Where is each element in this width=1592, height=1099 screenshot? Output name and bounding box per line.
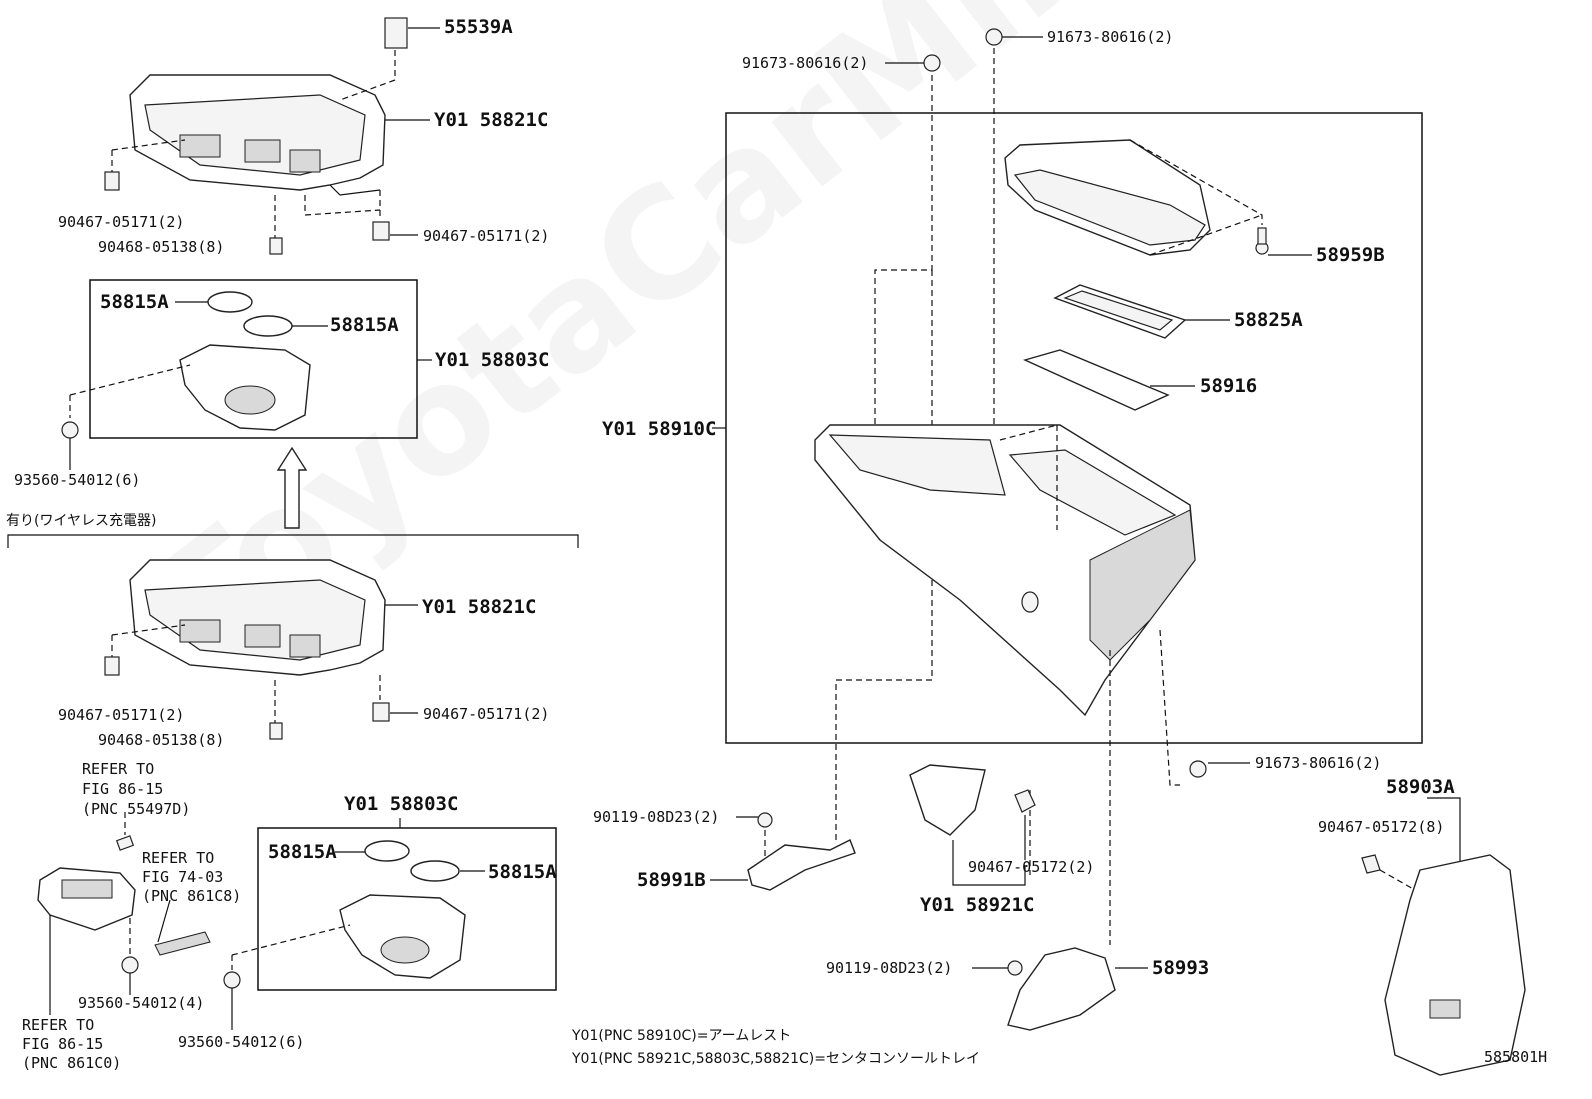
label-90468-t: 90468-05138(8) xyxy=(98,238,225,256)
label-58916: 58916 xyxy=(1200,375,1258,397)
note-armrest: Y01(PNC 58910C)=アームレスト xyxy=(572,1028,792,1044)
label-58993: 58993 xyxy=(1152,957,1210,979)
diagram-code: 585801H xyxy=(1484,1048,1548,1066)
tray-lower-illustration xyxy=(129,559,386,676)
refer-2-line-1: REFER TO xyxy=(142,849,215,867)
label-90467-05172-2: 90467-05172(2) xyxy=(968,858,1095,876)
label-58803c-top: Y01 58803C xyxy=(435,349,550,371)
label-55539a: 55539A xyxy=(444,16,513,38)
refer-3-line-3: (PNC 861C0) xyxy=(22,1054,122,1072)
label-58959b: 58959B xyxy=(1316,244,1385,266)
label-93560-b4: 93560-54012(4) xyxy=(78,994,205,1012)
variant-heading: 有り(ワイヤレス充電器) xyxy=(6,513,157,529)
refer-3-line-2: FIG 86-15 xyxy=(22,1035,104,1053)
label-58825a: 58825A xyxy=(1234,309,1303,331)
label-91673-a: 91673-80616(2) xyxy=(742,54,869,72)
label-91673-c: 91673-80616(2) xyxy=(1255,754,1382,772)
refer-2-line-2: FIG 74-03 xyxy=(142,868,224,886)
label-58815a-1: 58815A xyxy=(100,291,169,313)
label-90467-05172-8: 90467-05172(8) xyxy=(1318,818,1445,836)
label-90467-mr: 90467-05171(2) xyxy=(423,705,550,723)
label-58921c: Y01 58921C xyxy=(920,894,1035,916)
label-58815a-4: 58815A xyxy=(488,861,557,883)
refer-1-line-3: (PNC 55497D) xyxy=(82,800,191,818)
assembly-box-58803c-bottom xyxy=(257,827,557,991)
label-90467-tr: 90467-05171(2) xyxy=(423,227,550,245)
label-58815a-2: 58815A xyxy=(330,314,399,336)
label-58910c: Y01 58910C xyxy=(602,418,717,440)
refer-1-line-2: FIG 86-15 xyxy=(82,780,164,798)
refer-2-line-3: (PNC 861C8) xyxy=(142,887,242,905)
clip-55539a-shape xyxy=(384,17,408,49)
label-93560-b6: 93560-54012(6) xyxy=(178,1033,305,1051)
label-58903a: 58903A xyxy=(1386,776,1455,798)
label-90119-b: 90119-08D23(2) xyxy=(826,959,953,977)
assembly-box-58803c-top xyxy=(89,279,418,439)
label-58991b: 58991B xyxy=(637,869,706,891)
label-58821c-top: Y01 58821C xyxy=(434,109,549,131)
label-58815a-3: 58815A xyxy=(268,841,337,863)
label-90468-m: 90468-05138(8) xyxy=(98,731,225,749)
label-58821c-mid: Y01 58821C xyxy=(422,596,537,618)
label-93560-t: 93560-54012(6) xyxy=(14,471,141,489)
label-90467-tl: 90467-05171(2) xyxy=(58,213,185,231)
tray-upper-illustration xyxy=(129,74,386,196)
note-console-tray: Y01(PNC 58921C,58803C,58821C)=センタコンソールトレ… xyxy=(572,1051,980,1067)
label-91673-b: 91673-80616(2) xyxy=(1047,28,1174,46)
label-90119-a: 90119-08D23(2) xyxy=(593,808,720,826)
label-90467-ml: 90467-05171(2) xyxy=(58,706,185,724)
label-58803c-bottom: Y01 58803C xyxy=(344,793,459,815)
refer-3-line-1: REFER TO xyxy=(22,1016,95,1034)
refer-1-line-1: REFER TO xyxy=(82,760,155,778)
